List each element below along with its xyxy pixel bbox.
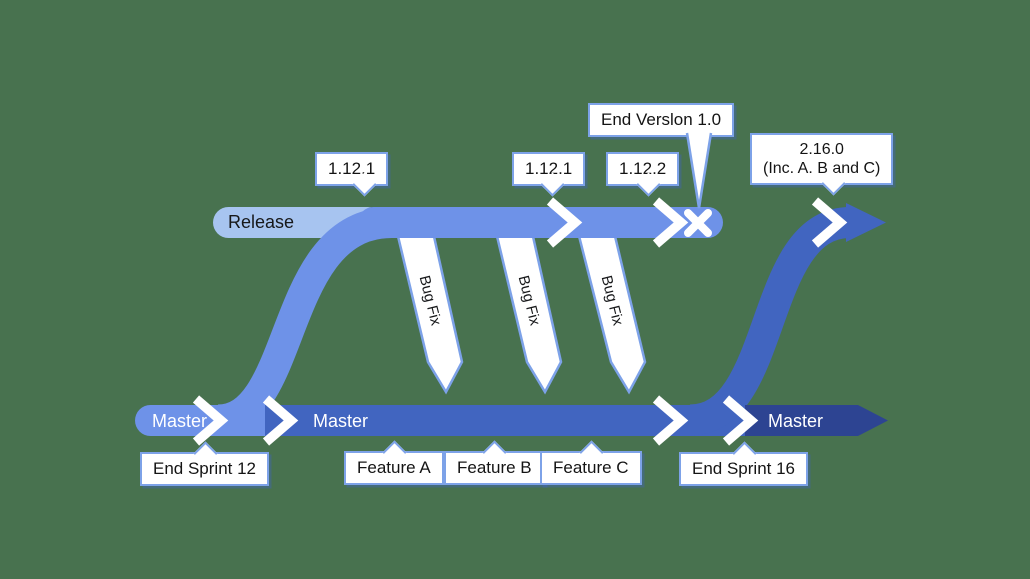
chevron-right-icon	[652, 197, 689, 248]
chevron-right-icon	[546, 197, 583, 248]
release-branch-bar	[358, 207, 723, 238]
callout-text: 1.12.1	[328, 159, 376, 178]
callout-long-pointer-down	[685, 132, 713, 209]
callout-feature-b: Feature B	[444, 440, 545, 486]
master-start-label: Master	[152, 411, 208, 431]
callout-feature-a: Feature A	[344, 440, 444, 486]
callout-end-sprint-16: End Sprint 16	[679, 441, 809, 487]
callout-text: Feature C	[553, 458, 629, 477]
callout-tag-1-12-2: 1.12.2	[606, 152, 680, 197]
callout-text: 1.12.2	[619, 159, 667, 178]
callout-text: End Verslon 1.0	[601, 110, 722, 129]
branch-end-x-icon	[684, 209, 712, 237]
chevron-right-icon	[652, 395, 689, 446]
callout-text: Feature A	[357, 458, 431, 477]
callout-text: End Sprint 16	[692, 459, 796, 478]
callout-end-sprint-12: End Sprint 12	[140, 441, 270, 487]
callout-text: 1.12.1	[525, 159, 573, 178]
master-end-label: Master	[768, 411, 824, 431]
master-branch-final-bar	[745, 405, 888, 436]
callout-final-release: 2.16.0 (Inc. A. B and C)	[750, 133, 894, 196]
callout-end-version: End Verslon 1.0	[588, 103, 735, 209]
master-mid-label: Master	[313, 411, 369, 431]
master-to-final-release-curve	[688, 207, 852, 436]
chevron-right-icon	[811, 197, 848, 248]
callout-text: Feature B	[457, 458, 532, 477]
chevron-right-icon	[722, 395, 759, 446]
final-release-arrowhead-icon	[846, 203, 886, 242]
chevron-right-icon	[192, 395, 229, 446]
callout-feature-c: Feature C	[540, 440, 642, 486]
release-branch-label: Release	[228, 212, 295, 232]
callout-text-line1: 2.16.0	[799, 141, 844, 158]
callout-tag-1-12-1-a: 1.12.1	[315, 152, 389, 197]
master-to-release-branch-curve	[216, 207, 394, 436]
chevron-right-icon	[262, 395, 299, 446]
callout-text: End Sprint 12	[153, 459, 257, 478]
callout-tag-1-12-1-b: 1.12.1	[512, 152, 586, 197]
callout-text-line2: (Inc. A. B and C)	[763, 160, 881, 178]
